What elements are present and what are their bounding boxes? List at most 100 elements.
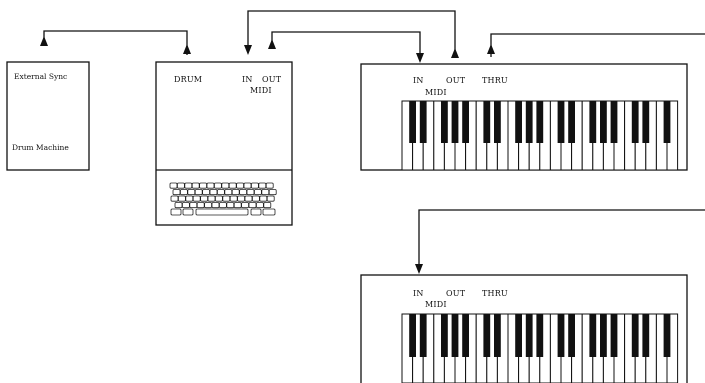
kbd2-out-label: OUT bbox=[446, 289, 466, 298]
computer-key bbox=[176, 182, 185, 189]
arrow-down-kbd1-in bbox=[416, 53, 424, 63]
drum-machine-box: External Sync Drum Machine bbox=[6, 61, 90, 171]
arrow-heads bbox=[40, 36, 495, 274]
computer-key bbox=[185, 195, 194, 202]
computer-key bbox=[207, 195, 216, 202]
wire-to-kbd2-in bbox=[418, 209, 705, 268]
piano-black-key bbox=[663, 314, 671, 357]
computer-key bbox=[204, 202, 213, 209]
piano-black-key bbox=[462, 314, 469, 357]
piano-black-key bbox=[451, 314, 459, 357]
piano-black-key bbox=[525, 101, 533, 143]
computer-key bbox=[233, 202, 242, 209]
piano-black-key bbox=[525, 314, 533, 357]
computer-key bbox=[179, 189, 188, 196]
arrow-up-kbd1-out bbox=[451, 48, 459, 58]
piano-black-key bbox=[589, 101, 597, 143]
piano-black-key bbox=[642, 314, 650, 357]
computer-key bbox=[253, 189, 262, 196]
piano-black-key bbox=[631, 314, 639, 357]
piano-black-key bbox=[610, 314, 618, 357]
wire-kbd1-out-to-computer-in bbox=[247, 10, 456, 57]
piano-black-key bbox=[557, 101, 565, 143]
computer-key bbox=[251, 195, 260, 202]
kbd2-thru-label: THRU bbox=[482, 289, 508, 298]
kbd1-in-label: IN bbox=[413, 76, 424, 85]
computer-key bbox=[169, 182, 178, 189]
computer-key bbox=[199, 182, 208, 189]
keyboard-2-box: IN OUT THRU MIDI bbox=[360, 274, 688, 383]
piano-black-key bbox=[568, 314, 575, 357]
computer-key bbox=[192, 195, 201, 202]
piano-black-key bbox=[631, 101, 639, 143]
computer-out-label: OUT bbox=[262, 75, 282, 84]
computer-box: DRUM IN OUT MIDI bbox=[155, 61, 293, 226]
computer-key bbox=[218, 202, 227, 209]
piano-black-key bbox=[557, 314, 565, 357]
computer-key bbox=[266, 195, 275, 202]
computer-key bbox=[182, 208, 194, 216]
computer-key bbox=[224, 189, 233, 196]
wire-computer-out-to-kbd1-in bbox=[271, 31, 421, 57]
piano-black-key bbox=[483, 101, 491, 143]
computer-key bbox=[200, 195, 209, 202]
computer-key bbox=[226, 202, 235, 209]
piano-black-key bbox=[589, 314, 597, 357]
computer-key bbox=[248, 202, 257, 209]
piano-black-key bbox=[642, 101, 650, 143]
external-sync-label: External Sync bbox=[14, 72, 67, 81]
computer-key bbox=[259, 195, 268, 202]
kbd2-in-label: IN bbox=[413, 289, 424, 298]
arrow-down-kbd2-in bbox=[415, 264, 423, 274]
piano-black-key bbox=[536, 314, 544, 357]
piano-black-key bbox=[419, 314, 427, 357]
arrow-up-sync bbox=[40, 36, 48, 46]
computer-key bbox=[184, 182, 193, 189]
piano-black-key bbox=[462, 101, 469, 143]
computer-key bbox=[170, 208, 182, 216]
piano-black-key bbox=[494, 101, 501, 143]
computer-key bbox=[222, 195, 231, 202]
computer-midi-label: MIDI bbox=[250, 86, 272, 95]
computer-keyboard bbox=[169, 182, 277, 216]
computer-key bbox=[261, 189, 270, 196]
computer-key bbox=[250, 208, 262, 216]
computer-key bbox=[202, 189, 211, 196]
computer-key bbox=[189, 202, 198, 209]
piano-black-key bbox=[536, 101, 544, 143]
piano-black-key bbox=[441, 101, 448, 143]
arrow-up-computer-out bbox=[268, 39, 276, 49]
computer-key bbox=[181, 202, 190, 209]
piano-black-key bbox=[494, 314, 501, 357]
piano-black-key bbox=[483, 314, 491, 357]
computer-key bbox=[237, 195, 246, 202]
keyboard-1-box: IN OUT THRU MIDI bbox=[360, 63, 688, 171]
kbd1-out-label: OUT bbox=[446, 76, 466, 85]
computer-key bbox=[177, 195, 186, 202]
computer-key bbox=[262, 208, 276, 216]
computer-key bbox=[255, 202, 264, 209]
computer-key bbox=[206, 182, 215, 189]
computer-key bbox=[231, 189, 240, 196]
drum-machine-label: Drum Machine bbox=[12, 143, 69, 152]
computer-key bbox=[244, 195, 253, 202]
computer-key bbox=[191, 182, 200, 189]
computer-key bbox=[258, 182, 267, 189]
piano-black-key bbox=[600, 101, 607, 143]
computer-in-label: IN bbox=[242, 75, 253, 84]
kbd1-thru-label: THRU bbox=[482, 76, 508, 85]
computer-key bbox=[239, 189, 248, 196]
computer-key bbox=[228, 182, 237, 189]
computer-key bbox=[172, 189, 181, 196]
computer-key bbox=[221, 182, 230, 189]
arrow-down-computer-in bbox=[244, 45, 252, 55]
computer-key bbox=[216, 189, 225, 196]
kbd1-midi-label: MIDI bbox=[425, 88, 447, 97]
computer-key bbox=[194, 189, 203, 196]
piano-black-key bbox=[451, 101, 459, 143]
piano-black-key bbox=[610, 101, 618, 143]
computer-key bbox=[268, 189, 277, 196]
computer-key bbox=[196, 202, 205, 209]
piano-black-key bbox=[419, 101, 427, 143]
